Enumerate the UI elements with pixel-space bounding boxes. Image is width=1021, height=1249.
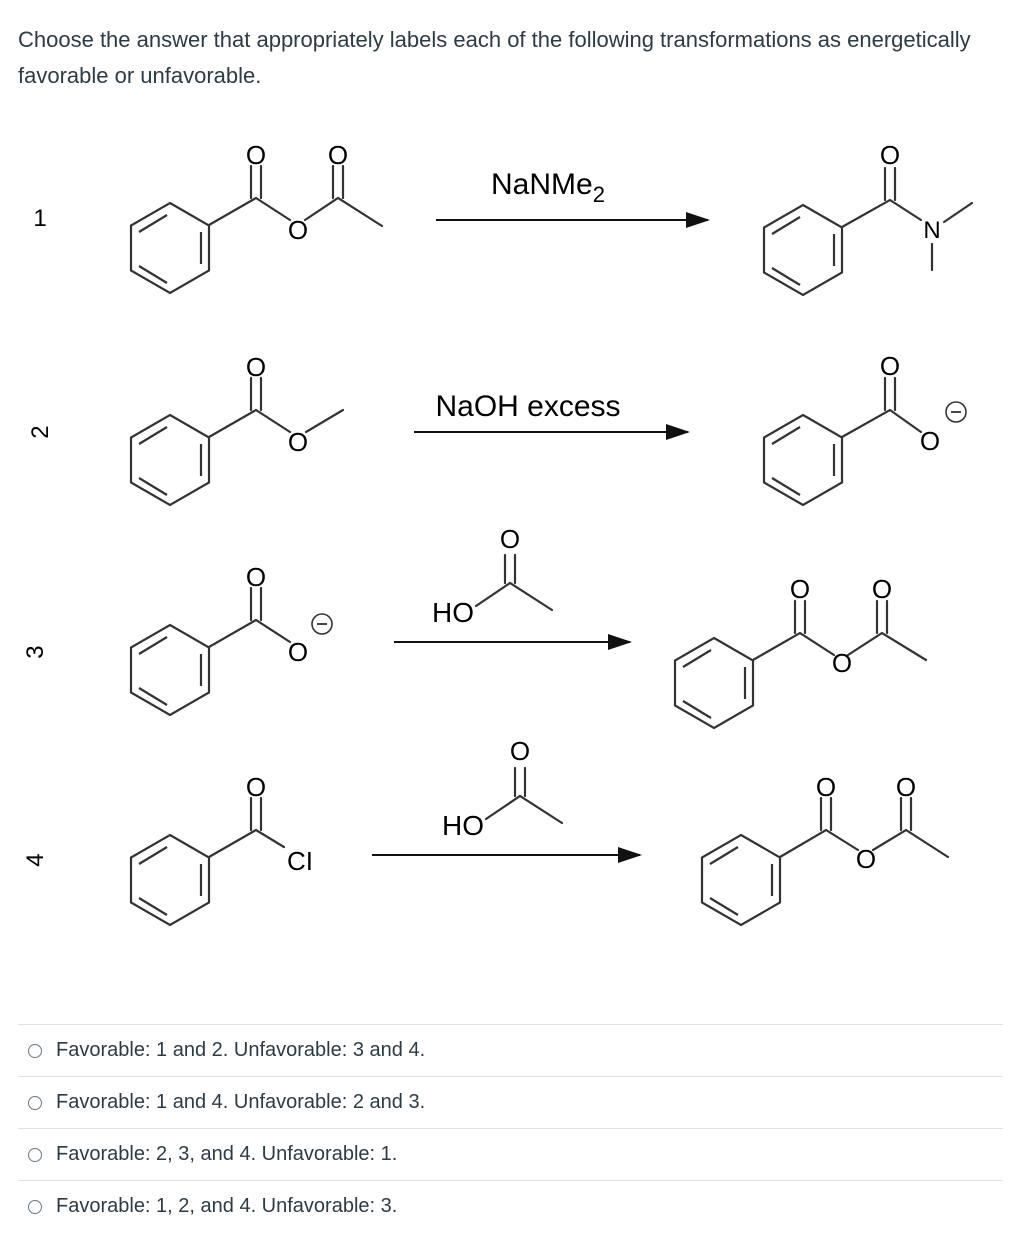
carbonyl-oxygen: O	[246, 562, 266, 592]
svg-text:NaNMe2: NaNMe2	[491, 168, 605, 207]
reaction-3-arrow: HO O	[394, 524, 632, 650]
radio-button[interactable]	[28, 1043, 42, 1058]
carboxylate-oxygen: O	[920, 426, 940, 456]
carbonyl-oxygen: O	[880, 351, 900, 381]
reaction-2-product: O O	[762, 351, 967, 507]
amide-nitrogen: N	[923, 217, 940, 244]
reaction-2-reagent: NaOH excess	[435, 390, 620, 423]
reaction-3-reagent-hydroxyl: HO	[432, 597, 474, 628]
reaction-1-reactant: O O O	[129, 140, 384, 295]
answer-option-label: Favorable: 1 and 2. Unfavorable: 3 and 4…	[56, 1039, 426, 1061]
carbonyl-oxygen: O	[246, 772, 266, 802]
negative-charge-icon	[311, 613, 333, 635]
anhydride-oxygen: O	[856, 844, 876, 874]
answer-option-3[interactable]: Favorable: 2, 3, and 4. Unfavorable: 1.	[18, 1128, 1003, 1180]
reaction-1-reagent-subscript: 2	[593, 182, 605, 207]
reaction-3-number: 3	[22, 645, 49, 658]
reaction-3-reactant: O O	[129, 562, 333, 717]
reaction-2-number: 2	[27, 425, 54, 438]
answer-choices: Favorable: 1 and 2. Unfavorable: 3 and 4…	[18, 1024, 1003, 1232]
reaction-4-arrow: HO O	[372, 736, 642, 863]
reaction-1-product: O N	[762, 140, 974, 297]
carbonyl-oxygen: O	[246, 352, 266, 382]
carbonyl-oxygen: O	[896, 772, 916, 802]
answer-option-label: Favorable: 1 and 4. Unfavorable: 2 and 3…	[56, 1091, 426, 1113]
question-prompt: Choose the answer that appropriately lab…	[18, 27, 971, 88]
carbonyl-oxygen: O	[816, 772, 836, 802]
reaction-scheme: 1 O O O NaNMe2 O N 2 O O NaOH e	[22, 140, 974, 927]
answer-option-label: Favorable: 2, 3, and 4. Unfavorable: 1.	[56, 1143, 398, 1165]
reagent-carbonyl-oxygen: O	[510, 736, 530, 766]
reaction-4-number: 4	[22, 853, 49, 866]
carbonyl-oxygen: O	[872, 574, 892, 604]
answer-option-1[interactable]: Favorable: 1 and 2. Unfavorable: 3 and 4…	[18, 1024, 1003, 1076]
reaction-1-number: 1	[33, 205, 46, 232]
answer-option-2[interactable]: Favorable: 1 and 4. Unfavorable: 2 and 3…	[18, 1076, 1003, 1128]
answer-option-label: Favorable: 1, 2, and 4. Unfavorable: 3.	[56, 1195, 398, 1217]
reaction-4-product: O O O	[700, 772, 950, 927]
carbonyl-oxygen: O	[246, 140, 266, 170]
carbonyl-oxygen: O	[790, 574, 810, 604]
ester-oxygen: O	[288, 215, 308, 245]
reaction-4-reagent-hydroxyl: HO	[442, 810, 484, 841]
anhydride-oxygen: O	[832, 648, 852, 678]
acyl-chlorine: CI	[287, 846, 313, 876]
reaction-4-reactant: O CI	[129, 772, 313, 927]
answer-option-4[interactable]: Favorable: 1, 2, and 4. Unfavorable: 3.	[18, 1180, 1003, 1232]
radio-button[interactable]	[28, 1199, 42, 1214]
reaction-2-reactant: O O	[129, 352, 345, 507]
reaction-2-arrow: NaOH excess	[414, 390, 690, 440]
negative-charge-icon	[945, 401, 967, 423]
reaction-3-product: O O O	[673, 574, 928, 730]
carbonyl-oxygen: O	[880, 140, 900, 170]
ester-oxygen: O	[288, 427, 308, 457]
carboxylate-oxygen: O	[288, 637, 308, 667]
reagent-carbonyl-oxygen: O	[500, 524, 520, 554]
radio-button[interactable]	[28, 1095, 42, 1110]
radio-button[interactable]	[28, 1147, 42, 1162]
carbonyl-oxygen: O	[328, 140, 348, 170]
reaction-1-arrow: NaNMe2	[436, 168, 710, 228]
reaction-1-reagent: NaNMe	[491, 168, 593, 201]
